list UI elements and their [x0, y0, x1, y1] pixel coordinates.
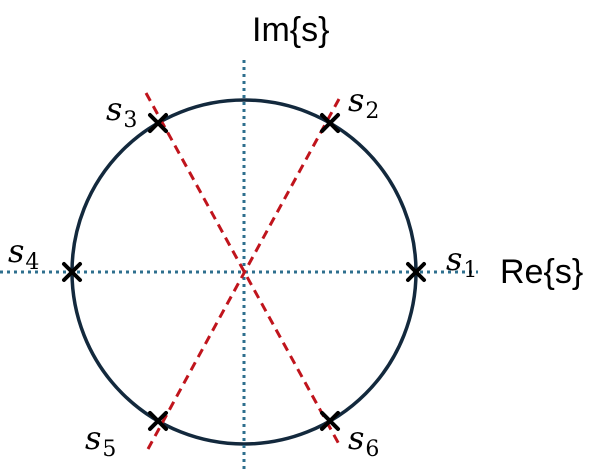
pole-marker-s1 [406, 262, 426, 282]
pole-marker-s2 [320, 113, 340, 134]
pole-label-base: s [8, 232, 24, 270]
pole-marker-s4 [62, 262, 82, 282]
pole-marker-s3 [148, 113, 168, 134]
pole-label-s1: s1 [446, 240, 477, 283]
pole-label-s6: s6 [348, 419, 379, 462]
pole-label-s2: s2 [348, 81, 379, 124]
pole-label-subscript: 1 [463, 258, 477, 283]
pole-marker-s6 [320, 410, 340, 431]
pole-label-subscript: 5 [102, 437, 116, 462]
pole-marker-s5 [148, 410, 168, 431]
real-axis-label: Re{s} [500, 253, 583, 291]
pole-label-s5: s5 [85, 419, 116, 462]
pole-label-base: s [85, 419, 101, 457]
pole-label-base: s [446, 240, 462, 278]
radial-line-s3-s6 [144, 92, 342, 447]
pole-label-base: s [106, 90, 122, 128]
pole-label-subscript: 4 [25, 250, 39, 275]
imaginary-axis-label: Im{s} [252, 11, 329, 49]
radial-line-s2-s5 [146, 98, 341, 450]
pole-label-subscript: 6 [365, 437, 379, 462]
pole-label-subscript: 3 [123, 108, 137, 133]
pole-label-s4: s4 [8, 232, 39, 275]
pole-label-subscript: 2 [365, 99, 379, 124]
pole-label-s3: s3 [106, 90, 137, 133]
pole-label-base: s [348, 81, 364, 119]
pole-label-base: s [348, 419, 364, 457]
